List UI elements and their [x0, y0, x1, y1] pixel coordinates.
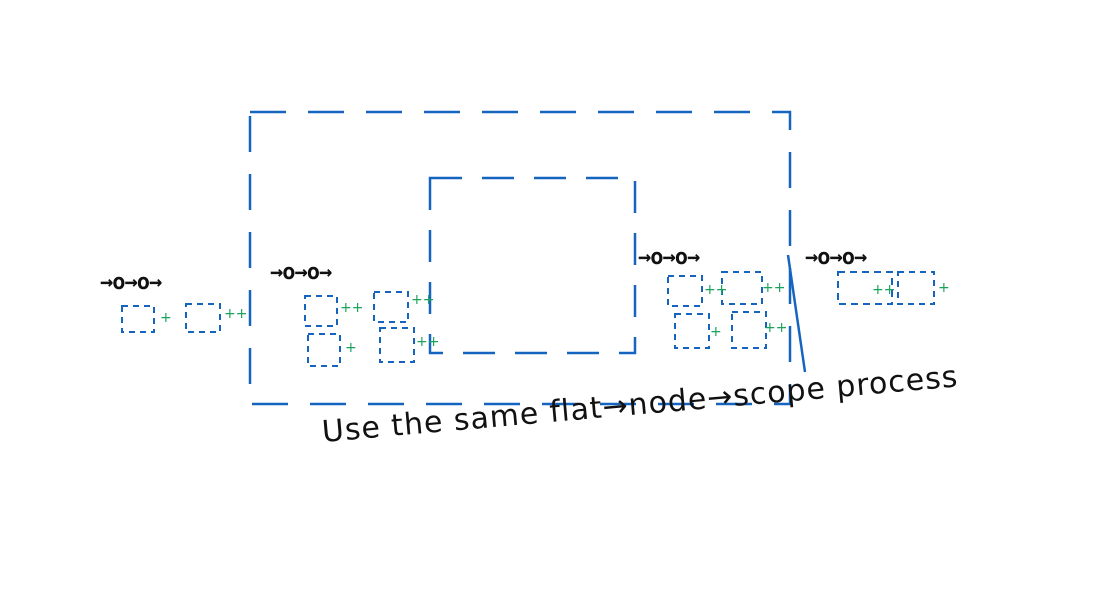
plus-mark: +	[710, 324, 722, 340]
plus-mark: ++	[340, 300, 363, 316]
node-group-3: ++ + ++ ++	[667, 271, 787, 349]
flow-row-4: →o→o→	[805, 245, 867, 270]
node-group-2: ++ + ++ ++	[304, 291, 439, 367]
node-group-4: ++ +	[837, 271, 950, 305]
small-box	[721, 271, 763, 305]
small-box	[897, 271, 935, 305]
small-box	[667, 275, 703, 307]
right-divider-line	[786, 254, 807, 373]
plus-mark: ++	[416, 334, 439, 350]
small-box	[837, 271, 893, 305]
plus-mark: ++	[224, 306, 247, 322]
small-box	[379, 327, 415, 363]
flow-row-1: →o→o→	[100, 270, 162, 295]
plus-mark: ++	[872, 282, 895, 298]
small-box	[674, 313, 710, 349]
small-box	[373, 291, 409, 323]
small-box	[304, 295, 338, 327]
plus-mark: +	[938, 280, 950, 296]
small-box	[731, 311, 767, 349]
flow-row-3: →o→o→	[638, 245, 700, 270]
plus-mark: +	[345, 340, 357, 356]
inner-scope-box	[428, 176, 637, 355]
plus-mark: ++	[704, 282, 727, 298]
small-box	[185, 303, 221, 333]
node-group-1: + ++	[121, 303, 247, 333]
plus-mark: ++	[411, 292, 434, 308]
outer-scope-box	[248, 110, 792, 406]
small-box	[307, 333, 341, 367]
plus-mark: ++	[762, 280, 785, 296]
small-box	[121, 305, 155, 333]
plus-mark: +	[160, 310, 172, 326]
flow-row-2: →o→o→	[270, 260, 332, 285]
plus-mark: ++	[764, 320, 787, 336]
